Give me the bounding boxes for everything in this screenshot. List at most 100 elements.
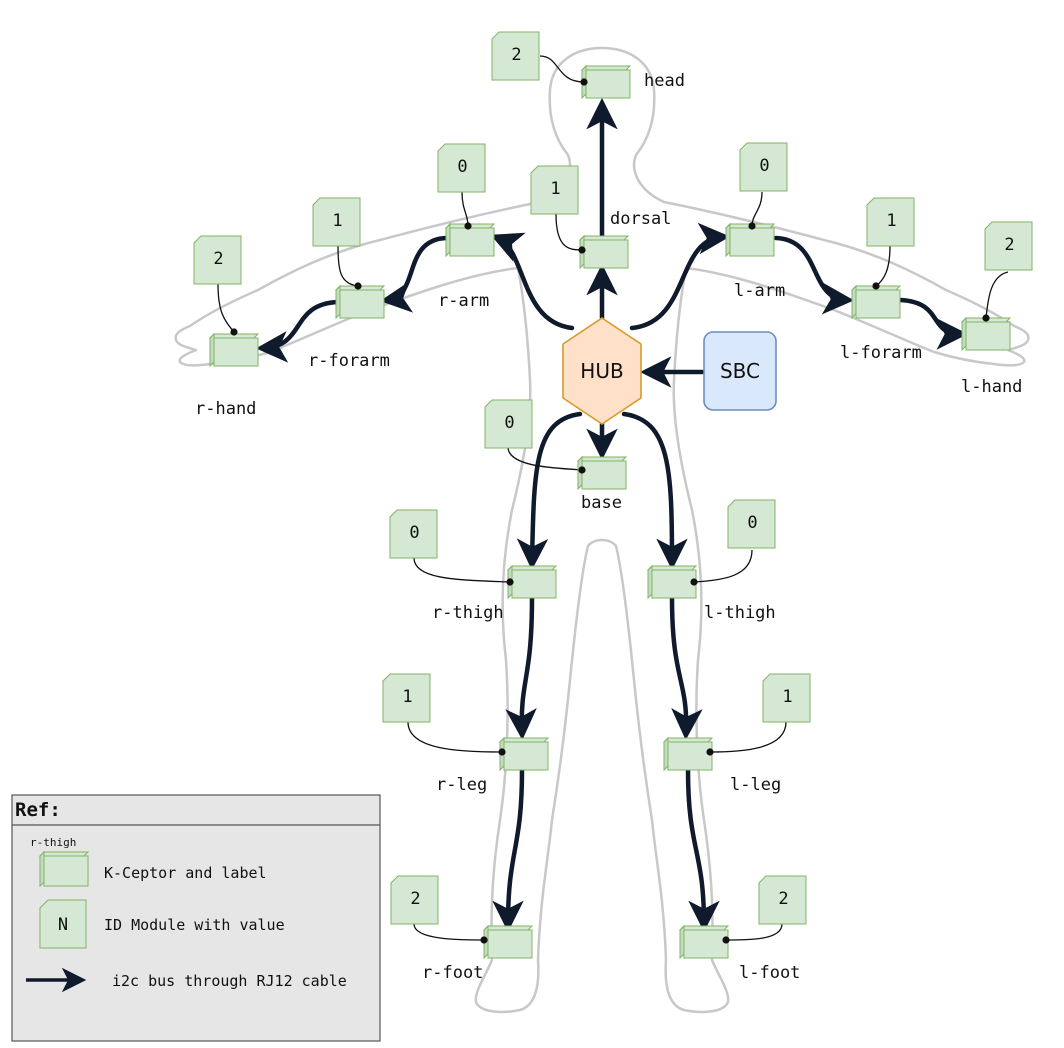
cable-hub-r-thigh [516, 411, 583, 571]
label-l-arm: l-arm [734, 281, 785, 301]
kceptor-layer [208, 64, 1012, 960]
kceptor-l-arm [724, 222, 776, 258]
cable-r-arm-r-forarm [379, 235, 449, 313]
kceptor-r-forarm [334, 282, 386, 320]
legend-id-desc: ID Module with value [104, 916, 285, 934]
id-module-l-hand: 2 [984, 221, 1033, 271]
id-module-l-leg: 1 [762, 673, 811, 723]
label-head: head [644, 71, 685, 91]
kceptor-port-l-hand [982, 314, 990, 322]
id-value-base: 0 [504, 413, 514, 433]
label-base: base [581, 493, 622, 513]
legend-box: Ref: r-thigh K-Ceptor and label N ID Mod… [11, 794, 381, 1042]
label-l-hand: l-hand [961, 377, 1022, 397]
id-module-l-foot: 2 [758, 875, 807, 925]
kceptor-r-thigh [506, 564, 558, 600]
kceptor-port-r-foot [480, 936, 488, 944]
legend-cable-desc: i2c bus through RJ12 cable [112, 972, 347, 990]
id-value-r-foot: 2 [410, 889, 420, 909]
cable-hub-l-thigh [621, 411, 688, 571]
kceptor-r-leg [498, 736, 550, 772]
legend-sample-label: r-thigh [30, 836, 76, 849]
id-module-r-leg: 1 [382, 673, 431, 723]
kceptor-head [580, 64, 632, 100]
kceptor-port-head [580, 78, 588, 86]
kceptor-base [576, 455, 628, 491]
label-r-foot: r-foot [422, 963, 483, 983]
id-value-r-hand: 2 [213, 249, 223, 269]
kceptor-r-hand [208, 328, 260, 368]
kceptor-r-foot [480, 924, 534, 960]
sbc-node: SBC [703, 331, 777, 411]
id-module-l-forarm: 1 [866, 197, 915, 247]
cable-r-leg-r-foot [492, 767, 525, 933]
kceptor-port-l-arm [748, 222, 756, 230]
kceptor-port-dorsal [578, 246, 586, 254]
id-module-r-thigh: 0 [389, 509, 438, 559]
id-value-l-foot: 2 [778, 889, 788, 909]
label-l-leg: l-leg [730, 775, 781, 795]
id-module-base: 0 [484, 399, 533, 449]
id-value-l-thigh: 0 [747, 513, 757, 533]
kceptor-port-r-forarm [354, 282, 362, 290]
id-value-dorsal: 1 [550, 179, 560, 199]
kceptor-l-foot [678, 924, 730, 960]
id-module-l-thigh: 0 [727, 499, 776, 549]
cable-group [255, 97, 969, 933]
cable-hub-r-arm [490, 232, 575, 331]
legend-kceptor-desc: K-Ceptor and label [104, 864, 267, 882]
sbc-box [703, 331, 777, 411]
kceptor-port-r-leg [498, 748, 506, 756]
cable-l-forarm-l-hand [897, 297, 969, 350]
kceptor-port-l-leg [706, 748, 714, 756]
hub-label: HUB [580, 359, 623, 383]
id-value-head: 2 [511, 45, 521, 65]
id-module-r-arm: 0 [437, 143, 486, 193]
kceptor-port-r-hand [230, 328, 238, 336]
id-module-r-forarm: 1 [312, 197, 361, 247]
id-value-r-arm: 0 [457, 157, 467, 177]
kceptor-port-base [578, 466, 586, 474]
id-value-l-arm: 0 [759, 156, 769, 176]
label-r-hand: r-hand [195, 399, 256, 419]
cable-l-leg-l-foot [685, 767, 720, 933]
cable-hub-l-arm [629, 222, 731, 331]
id-value-r-leg: 1 [402, 687, 412, 707]
kceptor-l-forarm [850, 282, 902, 320]
cable-l-thigh-l-leg [669, 595, 703, 741]
label-r-thigh: r-thigh [432, 603, 504, 623]
id-value-r-forarm: 1 [332, 211, 342, 231]
hub-hexagon [562, 317, 642, 425]
kceptor-port-l-foot [722, 936, 730, 944]
label-r-forarm: r-forarm [308, 351, 390, 371]
cable-r-thigh-r-leg [505, 595, 537, 741]
legend-id-icon: N [39, 899, 87, 949]
kceptor-port-l-forarm [872, 282, 880, 290]
legend-id-sample: N [58, 915, 68, 935]
id-module-r-hand: 2 [193, 235, 242, 285]
label-l-forarm: l-forarm [840, 343, 922, 363]
label-l-thigh: l-thigh [704, 603, 776, 623]
label-dorsal: dorsal [610, 209, 671, 229]
cable-l-arm-l-forarm [773, 235, 855, 315]
legend-frame [11, 794, 381, 1042]
body-outline [174, 46, 1030, 1014]
label-r-arm: r-arm [438, 291, 489, 311]
id-value-l-forarm: 1 [886, 211, 896, 231]
id-value-l-leg: 1 [782, 687, 792, 707]
label-r-leg: r-leg [436, 775, 487, 795]
id-value-l-hand: 2 [1004, 235, 1014, 255]
id-module-r-foot: 2 [390, 875, 439, 925]
legend-title: Ref: [15, 799, 61, 821]
sbc-label: SBC [720, 359, 760, 383]
kceptor-l-hand [960, 314, 1012, 352]
kceptor-port-r-thigh [506, 578, 514, 586]
kceptor-port-r-arm [464, 222, 472, 230]
id-module-l-arm: 0 [739, 142, 788, 192]
id-module-head: 2 [491, 31, 540, 81]
kceptor-l-leg [662, 736, 714, 772]
kceptor-l-thigh [646, 564, 698, 600]
id-value-r-thigh: 0 [409, 523, 419, 543]
id-module-dorsal: 1 [530, 165, 579, 215]
